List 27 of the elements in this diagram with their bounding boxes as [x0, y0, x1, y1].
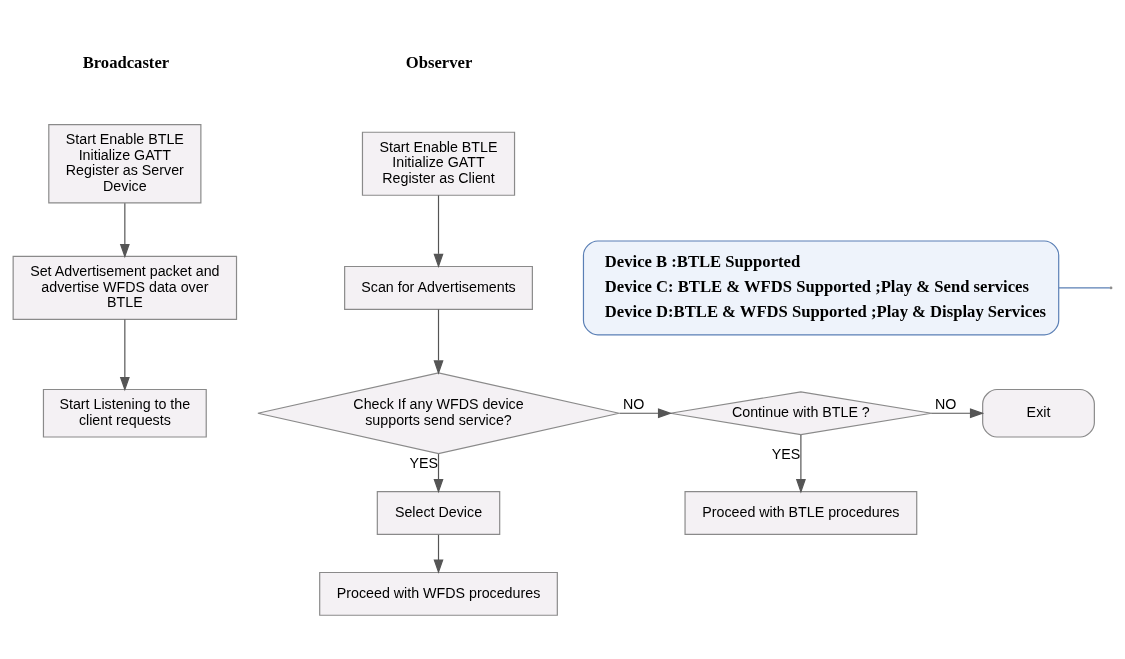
- arrow: [433, 534, 444, 574]
- node-box: Start Listening to the client requests: [42, 388, 207, 438]
- node-diamond: Check If any WFDS device supports send service?: [257, 372, 620, 455]
- node-box: Scan for Advertisements: [344, 265, 533, 310]
- label: Broadcaster: [82, 53, 170, 73]
- node-box: Exit: [982, 388, 1095, 438]
- node-diamond: Continue with BTLE ?: [669, 391, 933, 436]
- edge-label: NO: [935, 396, 957, 413]
- node-box: Start Enable BTLE Initialize GATT Register as Server Device: [48, 123, 202, 204]
- node-box: Set Advertisement packet and advertise WFDS data over BTLE: [12, 255, 238, 320]
- arrow: [795, 434, 806, 494]
- node-box: Device B :BTLE Supported Device C: BTLE & WFDS Supported ;Play & Send services Device D:BTLE & WFDS Supported ;Play & Display Services: [582, 240, 1060, 336]
- arrow: [119, 202, 130, 259]
- edge-label: NO: [623, 396, 645, 413]
- arrow: [433, 194, 444, 269]
- node-box: Proceed with WFDS procedures: [319, 571, 558, 616]
- edge-label: YES: [409, 455, 438, 472]
- arrow: [433, 453, 444, 494]
- node-box: Proceed with BTLE procedures: [684, 491, 918, 536]
- arrow: [433, 308, 444, 375]
- edge-label: YES: [771, 446, 801, 463]
- arrow: [930, 408, 985, 419]
- node-box: Start Enable BTLE Initialize GATT Register as Client: [361, 131, 516, 196]
- arrow: [618, 408, 673, 419]
- node-box: Select Device: [376, 491, 501, 536]
- arrow: [119, 318, 130, 392]
- label: Observer: [405, 53, 473, 73]
